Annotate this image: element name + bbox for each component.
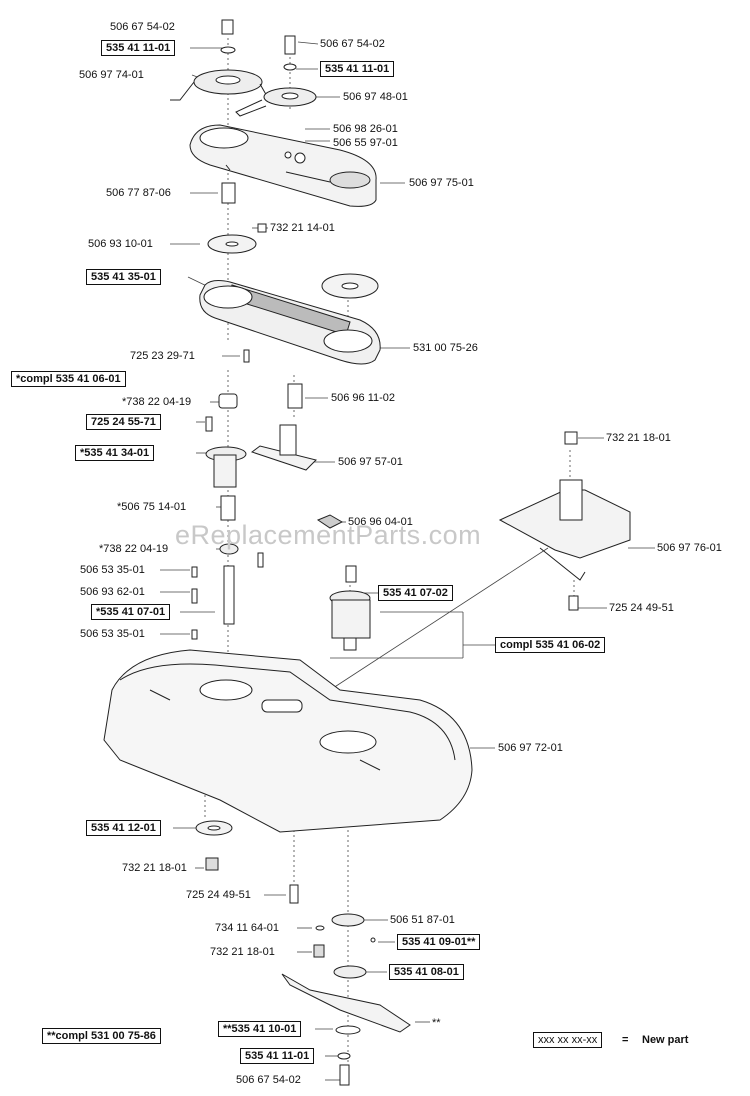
right-spindle — [316, 514, 371, 651]
part-label-new: 535 41 09-01** — [397, 934, 481, 950]
part-label: 506 97 74-01 — [79, 69, 144, 81]
part-label: *738 22 04-19 — [122, 396, 192, 408]
part-label: 506 97 76-01 — [657, 542, 722, 554]
part-label: 506 77 87-06 — [106, 187, 171, 199]
part-label: 506 51 87-01 — [390, 914, 455, 926]
legend-equals: = — [622, 1034, 629, 1046]
part-label-new: compl 535 41 06-02 — [495, 637, 606, 653]
part-label: 732 21 18-01 — [606, 432, 671, 444]
part-label-new: **compl 531 00 75-86 — [42, 1028, 161, 1044]
part-label: 506 53 35-01 — [80, 564, 145, 576]
part-label: 732 21 14-01 — [270, 222, 335, 234]
part-label: 506 97 57-01 — [338, 456, 403, 468]
part-label-new: 535 41 12-01 — [86, 820, 161, 836]
part-label-new: 725 24 55-71 — [86, 414, 161, 430]
part-label: 725 24 49-51 — [609, 602, 674, 614]
part-label: 506 55 97-01 — [333, 137, 398, 149]
upper-pulleys — [170, 19, 317, 117]
part-label-new: **535 41 10-01 — [218, 1021, 302, 1037]
part-label: 506 67 54-02 — [110, 21, 175, 33]
part-label: 732 21 18-01 — [122, 862, 187, 874]
upper-housing — [189, 124, 377, 254]
part-label: 732 21 18-01 — [210, 946, 275, 958]
part-label: 506 93 62-01 — [80, 586, 145, 598]
mower-deck — [103, 649, 473, 833]
lower-parts — [195, 820, 411, 1086]
part-label: 734 11 64-01 — [215, 922, 280, 934]
part-label: 506 67 54-02 — [320, 38, 385, 50]
part-label: 506 97 72-01 — [498, 742, 563, 754]
part-label: 531 00 75-26 — [413, 342, 478, 354]
part-label: 506 98 26-01 — [333, 123, 398, 135]
part-label-new: *535 41 34-01 — [75, 445, 155, 461]
part-label: 506 96 04-01 — [348, 516, 413, 528]
part-label: 725 24 49-51 — [186, 889, 251, 901]
part-label: 506 93 10-01 — [88, 238, 153, 250]
part-label: 506 67 54-02 — [236, 1074, 301, 1086]
part-label-new: 535 41 08-01 — [389, 964, 464, 980]
part-label-new: 535 41 11-01 — [320, 61, 395, 77]
part-label-new: 535 41 35-01 — [86, 269, 161, 285]
legend-sample-box: xxx xx xx-xx — [533, 1032, 603, 1048]
belt-housing — [199, 273, 381, 365]
mounting-bracket — [498, 431, 631, 611]
part-label: ** — [432, 1017, 441, 1029]
part-label: 506 96 11-02 — [331, 392, 396, 404]
part-label-new: 535 41 07-02 — [378, 585, 453, 601]
part-label: 725 23 29-71 — [130, 350, 195, 362]
part-label: 506 97 48-01 — [343, 91, 408, 103]
part-label-new: *535 41 07-01 — [91, 604, 171, 620]
part-label: 506 53 35-01 — [80, 628, 145, 640]
part-label: *506 75 14-01 — [117, 501, 187, 513]
part-label-new: *compl 535 41 06-01 — [11, 371, 126, 387]
legend-text: New part — [642, 1034, 689, 1046]
part-label: 506 97 75-01 — [409, 177, 474, 189]
part-label: *738 22 04-19 — [99, 543, 169, 555]
part-label-new: 535 41 11-01 — [240, 1048, 315, 1064]
watermark: eReplacementParts.com — [175, 520, 482, 550]
left-spindle — [191, 383, 317, 640]
part-label-new: 535 41 11-01 — [101, 40, 176, 56]
